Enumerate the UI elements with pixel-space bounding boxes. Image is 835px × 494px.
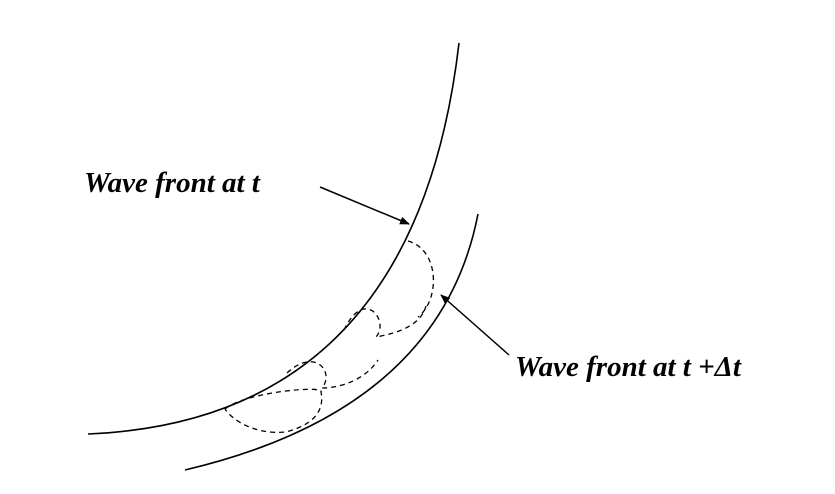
secondary-wavelet	[407, 240, 435, 318]
secondary-wavelet	[286, 359, 379, 389]
secondary-wavelet	[224, 388, 323, 434]
wavefront-at-t-plus-dt	[184, 213, 479, 471]
label-wavefront-t: Wave front at t	[84, 167, 261, 199]
label-wavefront-t-dt: Wave front at t +Δt	[515, 351, 742, 383]
wavefront-at-t	[87, 42, 460, 435]
secondary-wavelet	[343, 305, 427, 339]
pointer-arrow-wavefront-t	[319, 186, 410, 225]
pointer-arrow-wavefront-t-dt	[440, 294, 510, 356]
